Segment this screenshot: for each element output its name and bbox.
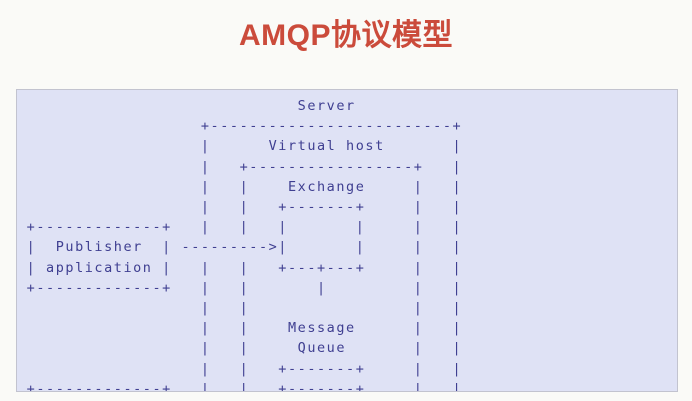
amqp-diagram-panel: Server +-------------------------+ | Vir… bbox=[16, 89, 678, 392]
page-title: AMQP协议模型 bbox=[239, 19, 453, 52]
ascii-diagram-full: Server +-------------------------+ | Vir… bbox=[26, 98, 463, 392]
